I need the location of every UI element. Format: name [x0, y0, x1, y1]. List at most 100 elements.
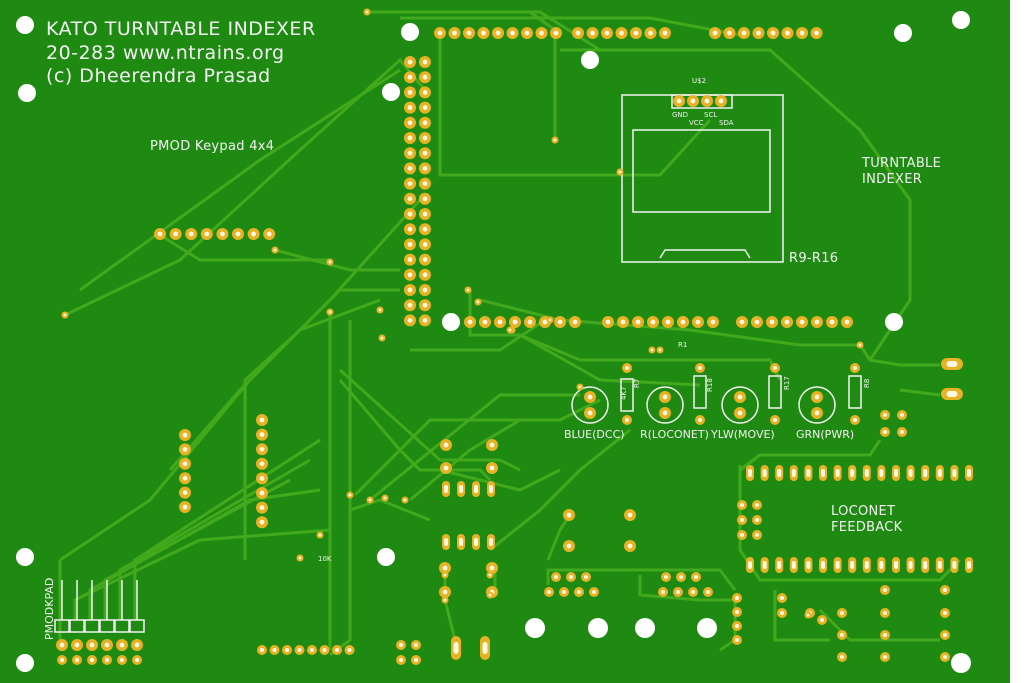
pad-drill — [182, 447, 188, 452]
pad-drill — [365, 10, 369, 14]
loconet-label-line1: LOCONET — [831, 504, 896, 519]
keypad-label: PMOD Keypad 4x4 — [150, 139, 275, 154]
oval-pad-drill — [850, 561, 855, 569]
oval-pad-drill — [489, 485, 493, 493]
pad-drill — [378, 308, 382, 312]
pad-drill — [527, 319, 533, 325]
pad-drill — [407, 74, 413, 80]
pad-drill — [422, 318, 428, 323]
pad-drill — [89, 642, 95, 648]
pad-drill — [407, 120, 413, 126]
pad-drill — [443, 442, 449, 448]
pad-drill — [285, 648, 289, 652]
pad-drill — [407, 302, 413, 308]
display-pin-vcc: VCC — [689, 119, 704, 127]
pad-drill — [698, 366, 702, 370]
pad-drill — [380, 336, 384, 340]
trace — [638, 575, 735, 602]
pad-drill — [466, 288, 470, 292]
pad-drill — [422, 59, 428, 65]
silk-line — [671, 94, 733, 109]
oval-pad-drill — [850, 469, 855, 477]
oval-pad-drill — [791, 469, 796, 477]
pad-drill — [422, 226, 428, 232]
pad-drill — [157, 231, 163, 237]
hole — [951, 653, 971, 673]
pad-drill — [407, 181, 413, 187]
pad-drill — [489, 465, 495, 471]
mounting-holes — [16, 11, 971, 673]
pad-drill — [740, 518, 744, 522]
pad-drill — [553, 30, 559, 36]
oval-pad-drill — [821, 561, 825, 569]
hole — [382, 83, 400, 101]
pad-drill — [297, 648, 302, 652]
pad-drill — [694, 575, 698, 579]
pad-drill — [712, 30, 718, 36]
pad-drill — [572, 319, 578, 325]
hole — [442, 313, 460, 331]
hole — [952, 11, 970, 29]
turntable-label-line1: TURNTABLE — [862, 156, 942, 171]
trace — [546, 514, 572, 561]
pad-drill — [422, 211, 428, 217]
trace — [274, 248, 400, 272]
resistor-ref-r8: R8 — [863, 378, 871, 388]
turntable-label-line2: INDEXER — [862, 172, 923, 187]
pad-drill — [476, 300, 480, 304]
pad-drill — [204, 231, 210, 237]
trace — [739, 439, 882, 472]
oval-pad-drill — [474, 538, 478, 546]
pad-drill — [662, 30, 668, 36]
pad-drill — [785, 30, 790, 36]
trace — [560, 48, 912, 361]
pad-drill — [510, 30, 515, 36]
pad-drill — [182, 475, 188, 481]
display-ref: U$2 — [692, 77, 707, 85]
header-pin-outline — [69, 619, 85, 633]
resistor-value-r7: 4K7 — [620, 386, 628, 401]
led-label-red: R(LOCONET) — [640, 428, 709, 441]
pad-drill — [259, 505, 265, 510]
pad-drill — [524, 30, 530, 36]
pad-drill — [422, 257, 428, 262]
hole — [885, 313, 903, 331]
pad-drill — [105, 658, 109, 662]
oval-pad-drill — [791, 561, 796, 569]
trace — [88, 488, 321, 620]
pad-drill — [414, 643, 418, 647]
pad-drill — [806, 613, 810, 617]
pad-drill — [347, 648, 352, 652]
pad-drill — [883, 655, 887, 659]
pad-drill — [489, 442, 495, 448]
pad-drill — [661, 590, 665, 594]
pad-drill — [695, 319, 701, 325]
resistor-outline — [848, 375, 862, 409]
pad-drill — [814, 319, 820, 325]
display-pin-sda: SDA — [719, 119, 734, 127]
pad-drill — [422, 74, 428, 80]
pad-drill — [422, 302, 428, 308]
pad-drill — [251, 231, 256, 237]
pad-drill — [188, 231, 194, 237]
pad-drill — [348, 493, 352, 497]
pad-drill — [298, 556, 302, 560]
oval-pad-drill — [952, 469, 957, 477]
silk-line — [632, 129, 771, 213]
oval-pad-drill — [835, 469, 840, 477]
small-part-label: R1 — [678, 341, 688, 349]
pad-drill — [173, 231, 179, 237]
oval-pad-drill — [952, 561, 957, 569]
pad-drill — [134, 642, 140, 648]
pad-drill — [676, 590, 680, 594]
hole — [525, 618, 545, 638]
pad-drill — [407, 196, 413, 202]
pad-drill — [547, 590, 551, 594]
pad-drill — [407, 287, 413, 293]
trace — [338, 368, 521, 472]
pad-drill — [74, 642, 80, 648]
pad-drill — [704, 98, 710, 104]
pad-drill — [829, 319, 835, 325]
resistor-ref-r7: R7 — [633, 378, 641, 388]
